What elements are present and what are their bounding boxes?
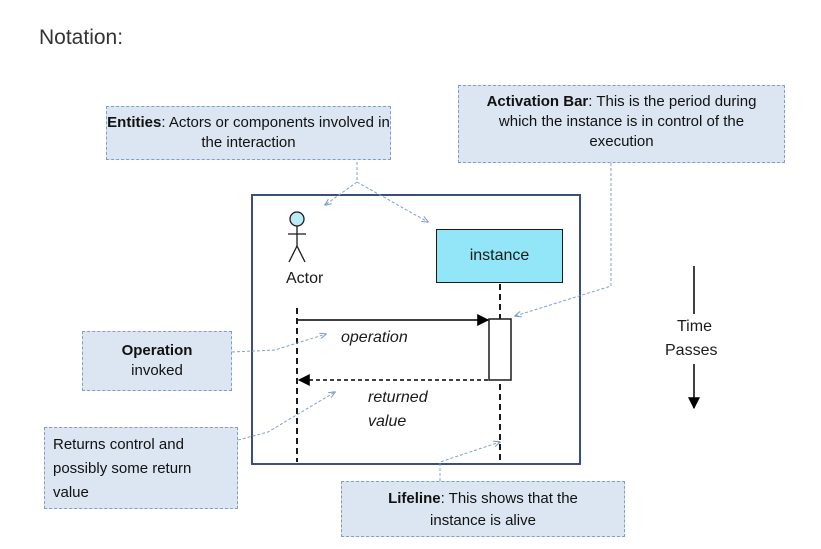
instance-box: instance bbox=[436, 229, 563, 283]
actor-label: Actor bbox=[286, 270, 324, 287]
activation-bar-callout: Activation Bar: This is the period durin… bbox=[458, 85, 785, 163]
instance-label: instance bbox=[469, 247, 530, 264]
returned-value-label-1: returned bbox=[368, 389, 428, 406]
returns-callout: Returns control and possibly some return… bbox=[44, 427, 238, 509]
pointer-arrows bbox=[231, 162, 612, 481]
operation-message-label: operation bbox=[341, 329, 408, 346]
returns-text: Returns control and possibly some return… bbox=[53, 436, 192, 501]
entities-term: Entities bbox=[107, 114, 162, 131]
time-label-overlay: Time bbox=[677, 318, 712, 335]
passes-label-overlay: Passes bbox=[665, 342, 718, 359]
lifeline-text: : This shows that the instance is alive bbox=[430, 490, 578, 529]
entities-callout: Entities: Actors or components involved … bbox=[106, 106, 391, 160]
activation-bar-term: Activation Bar bbox=[486, 93, 589, 110]
lifeline-callout: Lifeline: This shows that the instance i… bbox=[341, 481, 625, 537]
returned-value-label-2: value bbox=[368, 413, 407, 430]
operation-term: Operation bbox=[121, 342, 193, 359]
lifeline-term: Lifeline bbox=[388, 490, 441, 507]
actor-icon bbox=[288, 211, 306, 263]
entities-text: : Actors or components involved in the i… bbox=[161, 114, 390, 151]
activation-bar-text: : This is the period during which the in… bbox=[498, 93, 757, 150]
operation-callout: Operation invoked bbox=[82, 331, 232, 391]
activation-bar bbox=[488, 318, 512, 381]
notation-heading: Notation: bbox=[39, 26, 124, 49]
operation-text: invoked bbox=[131, 362, 183, 379]
